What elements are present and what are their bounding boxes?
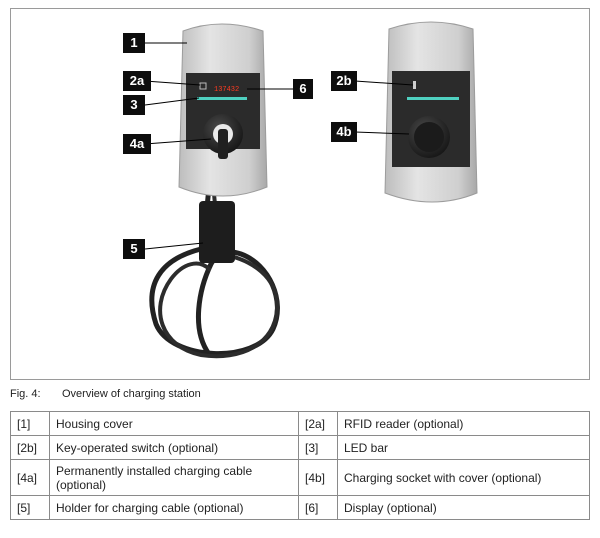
- cable-holder: [199, 201, 235, 263]
- callout-2a: 2a: [123, 71, 151, 91]
- legend-key: [4b]: [298, 459, 338, 496]
- callout-3: 3: [123, 95, 145, 115]
- table-row: [2b] Key-operated switch (optional) [3] …: [10, 435, 590, 460]
- legend-description: Charging socket with cover (optional): [337, 459, 590, 496]
- caption-text: Overview of charging station: [62, 388, 201, 400]
- table-row: [1] Housing cover [2a] RFID reader (opti…: [10, 411, 590, 436]
- legend-description: Key-operated switch (optional): [49, 435, 299, 460]
- legend-key: [3]: [298, 435, 338, 460]
- callout-4b: 4b: [331, 122, 357, 142]
- legend-key: [6]: [298, 495, 338, 520]
- key-icon: [413, 81, 416, 89]
- callout-leaders: [144, 42, 414, 250]
- legend-key: [5]: [10, 495, 50, 520]
- callout-5: 5: [123, 239, 145, 259]
- legend-key: [4a]: [10, 459, 50, 496]
- legend-key: [2b]: [10, 435, 50, 460]
- charging-station-with-cable: 137432: [178, 23, 268, 197]
- legend-description: Housing cover: [49, 411, 299, 436]
- legend-key: [2a]: [298, 411, 338, 436]
- table-row: [4a] Permanently installed charging cabl…: [10, 459, 590, 496]
- callout-1: 1: [123, 33, 145, 53]
- legend-key: [1]: [10, 411, 50, 436]
- table-row: [5] Holder for charging cable (optional)…: [10, 495, 590, 520]
- legend-description: LED bar: [337, 435, 590, 460]
- charging-station-with-socket: [384, 21, 478, 203]
- figure-caption: Fig. 4: Overview of charging station: [10, 388, 201, 400]
- callout-2b: 2b: [331, 71, 357, 91]
- legend-table: [1] Housing cover [2a] RFID reader (opti…: [10, 411, 590, 520]
- legend-description: Holder for charging cable (optional): [49, 495, 299, 520]
- legend-description: RFID reader (optional): [337, 411, 590, 436]
- legend-description: Permanently installed charging cable (op…: [49, 459, 299, 496]
- legend-description: Display (optional): [337, 495, 590, 520]
- callout-6: 6: [293, 79, 313, 99]
- charging-station-illustration: 137432: [144, 21, 478, 359]
- figure-panel: 137432 1 2a 3 4a 5 6: [10, 8, 590, 380]
- caption-number: Fig. 4:: [10, 388, 41, 400]
- callout-4a: 4a: [123, 134, 151, 154]
- display-readout: 137432: [214, 86, 239, 94]
